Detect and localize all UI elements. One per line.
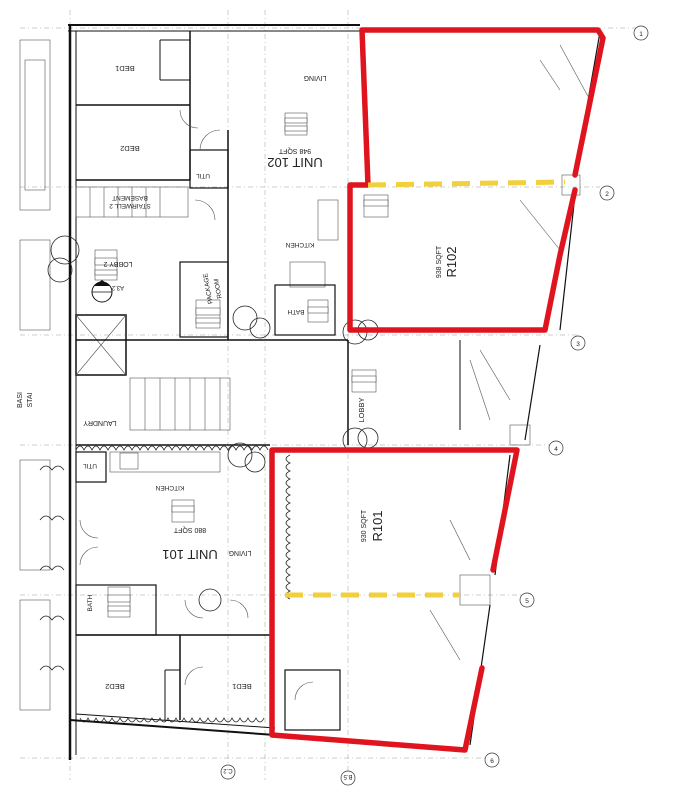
svg-text:1: 1 [639, 31, 643, 38]
svg-text:6: 6 [490, 758, 494, 765]
label-r102-area: 938 SQFT [436, 245, 443, 278]
label-kitchen-top: KITCHEN [285, 241, 314, 248]
label-r101-area: 930 SQFT [361, 509, 368, 542]
grid-bubble-b5 [340, 770, 356, 786]
left-exterior-detail [19, 39, 65, 711]
label-package-2: ROOM [213, 278, 223, 299]
wall-linework [68, 24, 461, 760]
label-stai: STAI [27, 392, 34, 407]
label-stair-1: BASEMENT [112, 194, 148, 201]
svg-text:4: 4 [554, 446, 558, 453]
svg-text:A3.2: A3.2 [111, 284, 124, 290]
grid-bubble-6 [484, 752, 500, 768]
label-bed2-top: BED2 [120, 144, 140, 153]
label-bath-top: BATH [287, 308, 304, 315]
svg-text:3: 3 [576, 341, 580, 348]
grid-bubble-4 [548, 440, 564, 456]
label-bed1-top: BED1 [115, 64, 135, 73]
grid-bubble-c2 [220, 764, 236, 780]
svg-text:2: 2 [605, 191, 609, 198]
label-unit-101-area: 880 SQFT [173, 526, 206, 533]
grid-bubble-2 [599, 185, 615, 201]
label-laundry: LAUNDRY [83, 419, 117, 426]
grid-bubble-5 [519, 592, 535, 608]
label-kitchen-bottom: KITCHEN [155, 484, 184, 491]
svg-text:5: 5 [525, 598, 529, 605]
label-stair-2: STAIRWELL 2 [109, 202, 151, 209]
label-bed2-bottom: BED2 [105, 682, 125, 691]
unit-boundaries-red [269, 27, 606, 753]
label-lobby-2: LOBBY 2 [103, 260, 132, 267]
room-labels: UNIT 102 948 SQFT LIVING BED1 BED2 UTIL … [17, 64, 459, 691]
grid-bubble-3 [570, 335, 586, 351]
label-r101: R101 [370, 510, 385, 541]
svg-text:B.5: B.5 [343, 773, 353, 779]
grid-bubble-1 [633, 25, 649, 41]
label-lobby: LOBBY [357, 397, 366, 422]
divider-yellow-dashed [285, 179, 566, 598]
grid-bubbles: 1 2 3 4 5 6 C.2 B.5 [220, 25, 649, 786]
label-package-1: PACKAGE [202, 272, 214, 304]
grid-lines [20, 10, 640, 780]
label-living-top: LIVING [304, 74, 327, 81]
right-facade [429, 31, 601, 746]
label-bath-bottom: BATH [87, 594, 94, 611]
door-swings [79, 109, 314, 701]
section-callout: A3.2 [91, 280, 124, 303]
label-unit-101: UNIT 101 [162, 547, 217, 562]
label-basi: BASI [17, 392, 24, 408]
label-util-bottom: UTIL [83, 462, 97, 469]
label-bed1-bottom: BED1 [232, 682, 252, 691]
label-r102: R102 [444, 246, 459, 277]
label-util-top: UTIL [196, 172, 210, 179]
label-unit-102: UNIT 102 [267, 155, 322, 170]
label-living-bottom: LIVING [229, 549, 252, 556]
schedule-tables [94, 112, 389, 618]
svg-text:C.2: C.2 [223, 767, 233, 773]
label-unit-102-area: 948 SQFT [278, 147, 311, 154]
